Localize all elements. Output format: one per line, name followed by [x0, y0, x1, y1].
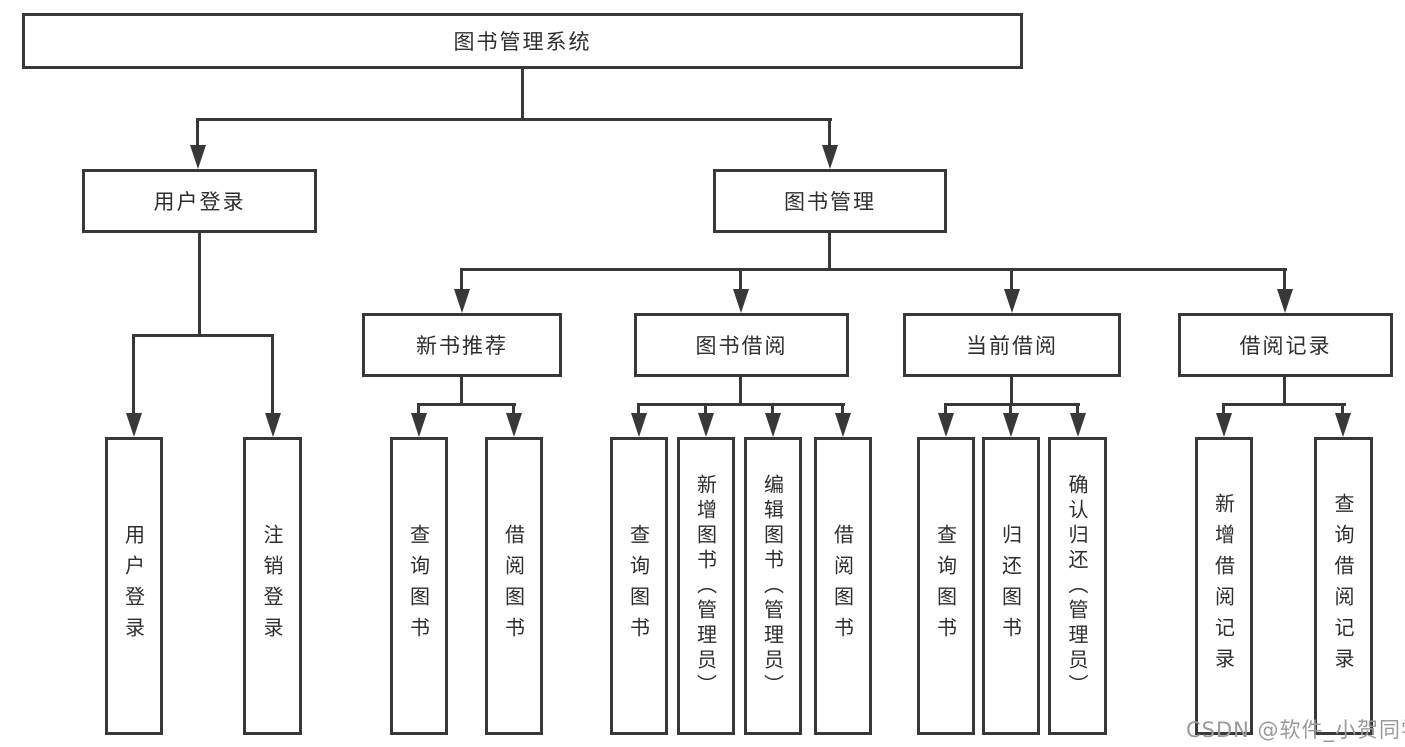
arrow-down-icon [938, 413, 954, 437]
arrow-down-icon [126, 413, 142, 437]
node-label: 当前借阅 [966, 334, 1058, 358]
leaf-query-books-current: 查询图书 [917, 437, 975, 735]
leaf-add-borrow-record: 新增借阅记录 [1195, 437, 1253, 735]
connector-hline [417, 403, 516, 406]
node-label: 注销登录 [260, 524, 284, 648]
node-label: 新书推荐 [416, 334, 508, 358]
arrow-down-icon [1004, 289, 1020, 313]
connector-vline [132, 337, 135, 415]
node-label: 编辑图书（管理员） [760, 473, 785, 699]
connector-vline [739, 377, 742, 406]
connector-vline [1283, 271, 1286, 292]
connector-vline [1009, 406, 1012, 415]
arrow-down-icon [765, 413, 781, 437]
arrow-down-icon [190, 145, 206, 169]
connector-hline [944, 403, 1080, 406]
arrow-down-icon [835, 413, 851, 437]
arrow-down-icon [698, 413, 714, 437]
node-book-borrow: 图书借阅 [634, 313, 849, 377]
arrow-down-icon [454, 289, 470, 313]
node-label: 查询图书 [933, 524, 958, 648]
node-label: 借阅记录 [1239, 334, 1332, 358]
connector-vline [198, 233, 201, 337]
connector-vline [1010, 271, 1013, 292]
node-new-book-recommend: 新书推荐 [362, 313, 562, 377]
node-label: 新增图书（管理员） [693, 473, 718, 699]
leaf-query-books-borrow: 查询图书 [610, 437, 668, 735]
connector-vline [460, 377, 463, 406]
connector-vline [460, 271, 463, 292]
node-current-borrow: 当前借阅 [903, 313, 1121, 377]
node-label: 查询图书 [406, 524, 431, 648]
arrow-down-icon [1070, 413, 1086, 437]
arrow-down-icon [265, 413, 281, 437]
arrow-down-icon [411, 413, 427, 437]
node-label: 用户登录 [153, 190, 246, 214]
arrow-down-icon [631, 413, 647, 437]
node-label: 查询借阅记录 [1331, 493, 1355, 679]
leaf-query-books-recommend: 查询图书 [390, 437, 448, 735]
node-label: 新增借阅记录 [1211, 493, 1236, 679]
connector-vline [1010, 377, 1013, 406]
csdn-watermark: CSDN @软件_小贺同学 [1186, 718, 1405, 742]
leaf-return-book: 归还图书 [982, 437, 1040, 735]
connector-vline [1283, 377, 1286, 406]
arrow-down-icon [1003, 413, 1019, 437]
connector-hline [197, 118, 832, 121]
connector-vline [739, 271, 742, 292]
node-book-management: 图书管理 [713, 169, 947, 233]
node-label: 归还图书 [998, 524, 1023, 648]
connector-vline [828, 233, 831, 271]
connector-vline [1076, 406, 1079, 415]
connector-vline [512, 406, 515, 415]
leaf-logout: 注销登录 [243, 437, 302, 735]
node-label: 借阅图书 [501, 524, 526, 648]
arrow-down-icon [1335, 413, 1351, 437]
arrow-down-icon [733, 289, 749, 313]
connector-vline [1222, 406, 1225, 415]
connector-vline [704, 406, 707, 415]
connector-vline [196, 118, 199, 148]
leaf-add-book-admin: 新增图书（管理员） [677, 437, 735, 735]
leaf-user-login: 用户登录 [105, 437, 163, 735]
node-library-management-system: 图书管理系统 [22, 13, 1023, 69]
arrow-down-icon [506, 413, 522, 437]
node-label: 用户登录 [121, 524, 146, 648]
connector-vline [771, 406, 774, 415]
connector-vline [417, 406, 420, 415]
arrow-down-icon [1216, 413, 1232, 437]
node-borrow-records: 借阅记录 [1178, 313, 1393, 377]
leaf-edit-book-admin: 编辑图书（管理员） [744, 437, 802, 735]
connector-vline [521, 66, 524, 121]
connector-vline [1341, 406, 1344, 415]
arrow-down-icon [1277, 289, 1293, 313]
connector-vline [841, 406, 844, 415]
node-label: 借阅图书 [830, 524, 855, 648]
connector-vline [637, 406, 640, 415]
node-label: 图书借阅 [695, 334, 788, 358]
leaf-query-borrow-record: 查询借阅记录 [1314, 437, 1373, 735]
leaf-confirm-return-admin: 确认归还（管理员） [1048, 437, 1107, 735]
node-user-login: 用户登录 [82, 169, 317, 233]
connector-vline [828, 118, 831, 148]
connector-hline [1222, 403, 1346, 406]
connector-hline [637, 403, 845, 406]
arrow-down-icon [822, 145, 838, 169]
connector-hline [132, 334, 274, 337]
connector-hline [460, 268, 1287, 271]
node-label: 图书管理系统 [453, 30, 592, 54]
connector-vline [944, 406, 947, 415]
node-label: 确认归还（管理员） [1065, 473, 1089, 699]
leaf-borrow-books: 借阅图书 [814, 437, 872, 735]
connector-vline [271, 337, 274, 415]
node-label: 查询图书 [626, 524, 651, 648]
leaf-borrow-books-recommend: 借阅图书 [485, 437, 543, 735]
node-label: 图书管理 [784, 190, 876, 214]
